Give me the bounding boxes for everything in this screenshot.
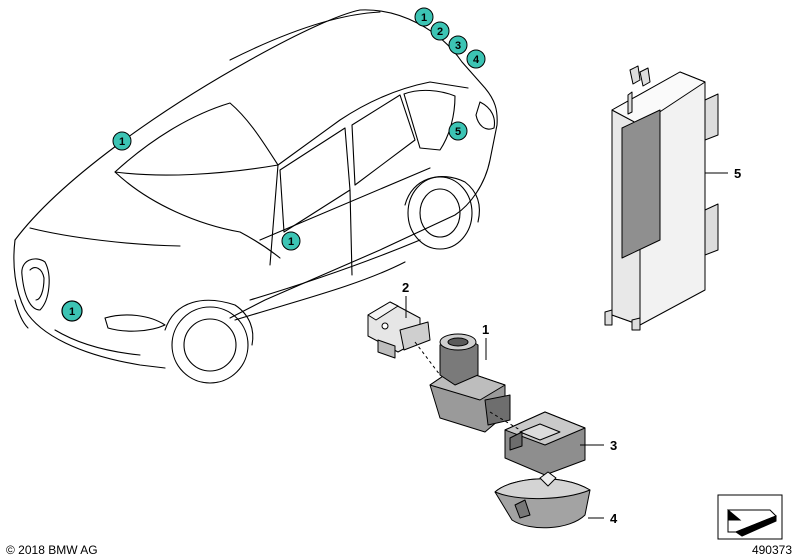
navigation-arrow-icon [717, 494, 783, 540]
callout-1: 1 [482, 322, 489, 337]
bubble-markers: 1 2 3 4 5 1 1 1 [61, 7, 486, 322]
bubble-4-roof: 4 [466, 49, 486, 69]
bubble-1-grille: 1 [61, 300, 83, 322]
leader-lines [405, 172, 728, 519]
svg-text:1: 1 [119, 136, 125, 148]
bubble-5-rear: 5 [448, 121, 468, 141]
bubble-3-roof: 3 [448, 35, 468, 55]
diagram-reference-number: 490373 [751, 543, 792, 557]
svg-text:1: 1 [69, 306, 75, 318]
camera-unit [429, 333, 511, 433]
svg-text:1: 1 [288, 236, 294, 248]
camera-cover [494, 471, 591, 529]
callout-4: 4 [610, 511, 618, 526]
svg-text:1: 1 [421, 12, 427, 24]
svg-text:2: 2 [437, 26, 443, 38]
copyright-notice: © 2018 BMW AG [6, 543, 98, 557]
bubble-1-roof-a: 1 [414, 7, 434, 27]
bubble-2-roof: 2 [430, 21, 450, 41]
callout-2: 2 [402, 280, 409, 295]
svg-text:3: 3 [455, 40, 461, 52]
bubble-1-windshield: 1 [112, 131, 132, 151]
svg-text:5: 5 [455, 126, 461, 138]
camera-bracket [367, 301, 431, 359]
svg-text:4: 4 [473, 54, 480, 66]
callout-3: 3 [610, 438, 617, 453]
bubble-1-door: 1 [281, 231, 301, 251]
vehicle-outline [13, 9, 498, 384]
callout-5: 5 [734, 166, 741, 181]
camera-housing [504, 411, 586, 476]
ecu-control-unit [604, 65, 719, 331]
